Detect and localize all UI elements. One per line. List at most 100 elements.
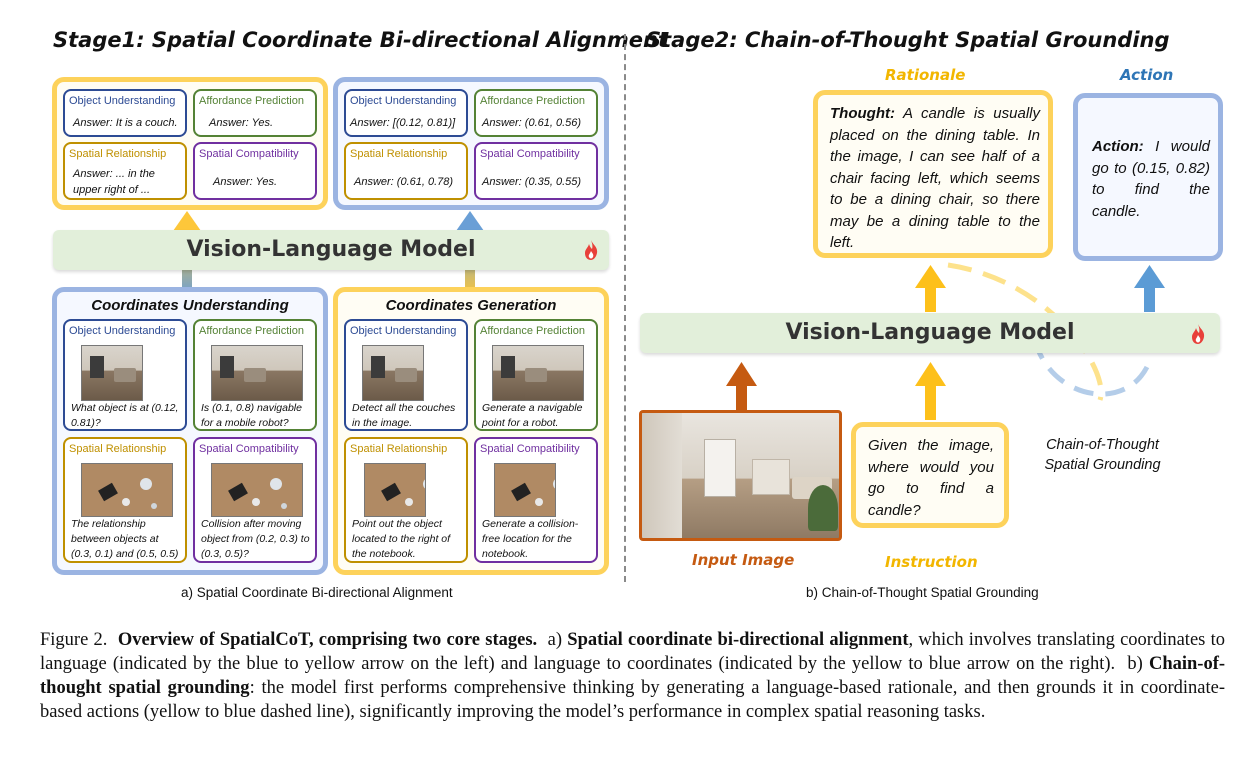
coordinates-understanding-panel: Coordinates Understanding Object Underst…: [52, 287, 328, 575]
arrow-image-to-vlm: [726, 362, 757, 412]
answer-title: Object Understanding: [350, 95, 457, 107]
fire-icon: [1192, 324, 1205, 344]
task-title: Affordance Prediction: [480, 325, 585, 337]
answer-text: Answer: (0.35, 0.55): [482, 176, 582, 188]
task-title: Spatial Compatibility: [480, 443, 580, 455]
answer-text: Answer: (0.61, 0.78): [354, 176, 454, 188]
answer-text: Answer: (0.61, 0.56): [482, 117, 582, 129]
action-label: Action: [1120, 66, 1174, 84]
task-title: Spatial Relationship: [69, 443, 167, 455]
thought-body: A candle is usually placed on the dining…: [830, 105, 1040, 251]
caption-part-a-label: a): [547, 630, 563, 650]
thought-prefix: Thought:: [830, 105, 895, 122]
image-window: [704, 439, 736, 497]
task-spatial-compatibility: Spatial Compatibility Generate a collisi…: [474, 437, 598, 563]
answer-object-understanding: Object Understanding Answer: [(0.12, 0.8…: [344, 89, 468, 137]
room-thumbnail: [211, 345, 303, 401]
answer-text: Answer: Yes.: [209, 117, 273, 129]
task-title: Object Understanding: [350, 325, 457, 337]
stage-divider: [624, 34, 626, 582]
answer-object-understanding: Object Understanding Answer: It is a cou…: [63, 89, 187, 137]
task-spatial-compatibility: Spatial Compatibility Collision after mo…: [193, 437, 317, 563]
caption-a: a) Spatial Coordinate Bi-directional Ali…: [181, 585, 453, 600]
stage2-arrows: [726, 262, 1165, 420]
answer-spatial-relationship: Spatial Relationship Answer: (0.61, 0.78…: [344, 142, 468, 200]
task-object-understanding: Object Understanding Detect all the couc…: [344, 319, 468, 431]
image-wall: [642, 413, 682, 538]
stage1-vlm-bar: Vision-Language Model: [53, 230, 609, 270]
answer-title: Spatial Relationship: [69, 148, 167, 160]
room-thumbnail: [362, 345, 424, 401]
answer-affordance-prediction: Affordance Prediction Answer: (0.61, 0.5…: [474, 89, 598, 137]
caption-part-b-text: : the model first performs comprehensive…: [40, 678, 1225, 722]
answer-title: Spatial Compatibility: [199, 148, 299, 160]
caption-part-a-bold: Spatial coordinate bi-directional alignm…: [567, 630, 909, 650]
answer-title: Spatial Relationship: [350, 148, 448, 160]
stage2-vlm-bar: Vision-Language Model: [640, 313, 1220, 353]
answer-text: Answer: Yes.: [213, 176, 277, 188]
stage2-title: Stage2: Chain-of-Thought Spatial Groundi…: [646, 28, 1170, 52]
answer-title: Affordance Prediction: [480, 95, 585, 107]
action-box: Action: I would go to (0.15, 0.82) to fi…: [1073, 93, 1223, 261]
arrow-vlm-to-rationale: [915, 265, 946, 312]
answer-text: Answer: ... in the upper right of ...: [73, 168, 155, 196]
answers-left-panel: Object Understanding Answer: It is a cou…: [52, 77, 328, 210]
task-object-understanding: Object Understanding What object is at (…: [63, 319, 187, 431]
table-thumbnail: [364, 463, 426, 517]
table-thumbnail: [494, 463, 556, 517]
action-body: I would go to (0.15, 0.82) to find the c…: [1092, 138, 1210, 220]
caption-part-b-bold: Chain-of-thought spatial grounding: [40, 654, 1226, 698]
input-image: [639, 410, 842, 541]
task-question: Point out the object located to the righ…: [352, 518, 451, 560]
thought-box: Thought: A candle is usually placed on t…: [813, 90, 1053, 258]
caption-part-a-text: , which involves translating coordinates…: [40, 630, 1225, 674]
figure-caption: Figure 2. Overview of SpatialCoT, compri…: [40, 628, 1225, 724]
task-question: Is (0.1, 0.8) navigable for a mobile rob…: [201, 402, 302, 429]
caption-b: b) Chain-of-Thought Spatial Grounding: [806, 585, 1039, 600]
image-plant: [808, 485, 838, 531]
answer-spatial-compatibility: Spatial Compatibility Answer: Yes.: [193, 142, 317, 200]
task-title: Spatial Relationship: [350, 443, 448, 455]
panel-title: Coordinates Generation: [385, 297, 557, 314]
task-title: Object Understanding: [69, 325, 176, 337]
task-question: The relationship between objects at (0.3…: [71, 518, 179, 560]
room-thumbnail: [81, 345, 143, 401]
rationale-label: Rationale: [885, 66, 966, 84]
answer-spatial-relationship: Spatial Relationship Answer: ... in the …: [63, 142, 187, 200]
answer-title: Spatial Compatibility: [480, 148, 580, 160]
task-spatial-relationship: Spatial Relationship Point out the objec…: [344, 437, 468, 563]
table-thumbnail: [211, 463, 303, 517]
stage1-title: Stage1: Spatial Coordinate Bi-directiona…: [53, 28, 668, 52]
instruction-box: Given the image, where would you go to f…: [851, 422, 1009, 528]
instruction-label: Instruction: [885, 553, 978, 571]
vlm-label: Vision-Language Model: [186, 237, 476, 262]
vlm-label: Vision-Language Model: [785, 320, 1075, 345]
input-image-label: Input Image: [692, 551, 795, 569]
caption-prefix: Figure 2.: [40, 630, 108, 650]
table-thumbnail: [81, 463, 173, 517]
instruction-text: Given the image, where would you go to f…: [868, 437, 994, 519]
cot-label: Chain-of-Thought Spatial Grounding: [1044, 437, 1161, 473]
room-thumbnail: [492, 345, 584, 401]
answer-title: Object Understanding: [69, 95, 176, 107]
caption-part-b-label: b): [1127, 654, 1143, 674]
task-question: Collision after moving object from (0.2,…: [201, 518, 310, 560]
dashed-cot-loop: [947, 262, 1153, 401]
task-question: Generate a navigable point for a robot.: [482, 402, 583, 429]
action-text: Action: I would go to (0.15, 0.82) to fi…: [1092, 136, 1210, 222]
answer-text: Answer: It is a couch.: [73, 117, 178, 129]
task-title: Spatial Compatibility: [199, 443, 299, 455]
arrow-vlm-to-action: [1134, 265, 1165, 312]
task-question: Detect all the couches in the image.: [352, 402, 456, 429]
task-question: Generate a collision-free location for t…: [482, 518, 579, 560]
task-affordance-prediction: Affordance Prediction Generate a navigab…: [474, 319, 598, 431]
answers-right-panel: Object Understanding Answer: [(0.12, 0.8…: [333, 77, 609, 210]
task-question: What object is at (0.12, 0.81)?: [71, 402, 179, 429]
answer-title: Affordance Prediction: [199, 95, 304, 107]
fire-icon: [585, 240, 598, 260]
task-affordance-prediction: Affordance Prediction Is (0.1, 0.8) navi…: [193, 319, 317, 431]
answer-affordance-prediction: Affordance Prediction Answer: Yes.: [193, 89, 317, 137]
caption-intro: Overview of SpatialCoT, comprising two c…: [117, 630, 538, 650]
panel-title: Coordinates Understanding: [91, 297, 289, 314]
task-spatial-relationship: Spatial Relationship The relationship be…: [63, 437, 187, 563]
